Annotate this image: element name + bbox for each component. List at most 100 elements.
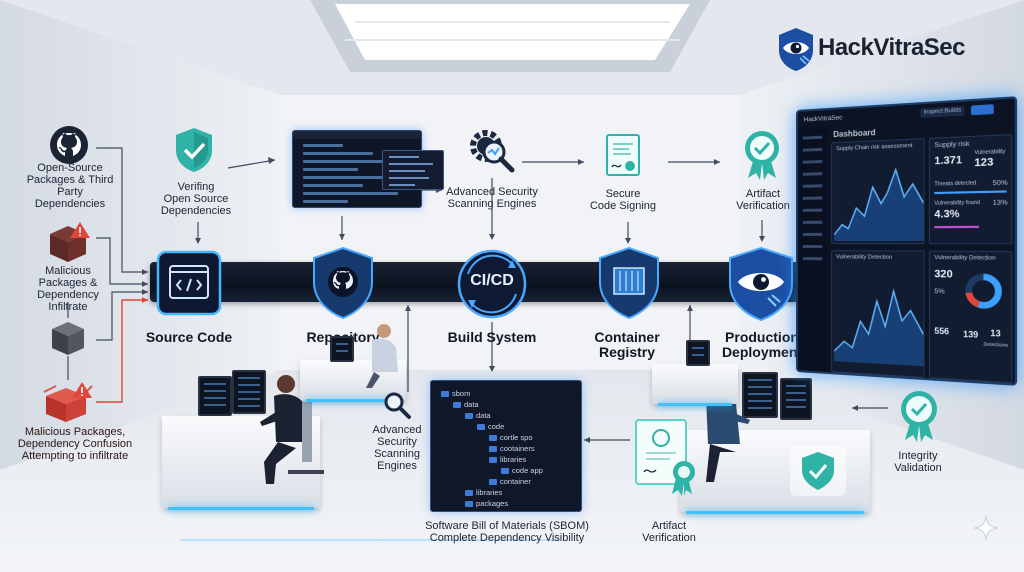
code-window-icon[interactable]: [156, 250, 222, 316]
folder-icon: [441, 391, 449, 397]
monitor: [742, 372, 778, 418]
folder-icon: [453, 402, 461, 408]
dashboard-screen[interactable]: HackVitraSec Inspect Builds Dashboard Su…: [796, 96, 1018, 386]
sbom-tree-label: data: [464, 400, 479, 409]
sbom-tree-item[interactable]: cootainers: [489, 444, 535, 453]
sbom-tree-item[interactable]: code: [477, 422, 504, 431]
gear-search-icon: [470, 130, 515, 173]
person-seated-icon: [260, 375, 324, 484]
code-window: [292, 130, 422, 208]
infiltrate-line3: Dependency: [37, 289, 99, 301]
badge-check-icon: [901, 391, 937, 442]
sbom-tree-label: data: [476, 411, 491, 420]
scanning-top-line1: Advanced Security: [446, 186, 538, 198]
sbom-tree-item[interactable]: sbom: [441, 389, 470, 398]
dash-app-name: HackVitraSec: [803, 114, 843, 124]
folder-icon: [465, 413, 473, 419]
scanning-bottom-line2: Security: [377, 436, 417, 448]
github-icon: [50, 126, 88, 164]
check-shield-icon: [790, 446, 846, 496]
infiltrate-line2: Packages &: [38, 277, 98, 289]
sbom-tree-item[interactable]: libraries: [489, 455, 526, 464]
container-shield-icon[interactable]: [596, 246, 662, 320]
sbom-tree-label: sbom: [452, 389, 471, 398]
eye-shield-icon[interactable]: [726, 246, 796, 322]
confusion-line3: Attempting to infiltrate: [21, 450, 129, 462]
integrity-line2: Validation: [894, 462, 942, 474]
desk-far-right: [652, 364, 738, 406]
source-code-label: Source Code: [145, 329, 233, 345]
integrity-line1: Integrity: [898, 450, 938, 462]
third-party-line3: Party Dependencies: [34, 186, 106, 210]
sparkle-icon: [973, 515, 999, 541]
verifying-line3: Dependencies: [160, 205, 232, 217]
third-party-line2: Packages & Third: [26, 174, 114, 186]
sbom-tree-item[interactable]: data: [465, 411, 491, 420]
dash-panel-risk: Supply Chain risk assessment: [831, 138, 925, 245]
signing-line2: Code Signing: [589, 200, 657, 212]
magnifier-icon: [384, 392, 411, 419]
sbom-tree-label: cootainers: [500, 444, 535, 453]
folder-icon: [465, 501, 473, 507]
registry-line1: Container: [594, 329, 660, 345]
donut-chart: [963, 271, 1004, 311]
sbom-tree-label: code: [488, 422, 505, 431]
github-shield-icon[interactable]: [310, 246, 376, 320]
dash-search[interactable]: Inspect Builds: [920, 105, 965, 119]
sbom-tree-item[interactable]: libraries: [465, 488, 502, 497]
sbom-panel[interactable]: sbom data data code cortle spo cootainers libr…: [430, 380, 582, 512]
dash-action-button[interactable]: [970, 104, 994, 116]
infiltrate-line4: Infiltrate: [48, 301, 88, 313]
confusion-line1: Malicious Packages,: [24, 426, 126, 438]
build-system-label: Build System: [447, 329, 537, 345]
certificate-icon: [606, 134, 640, 176]
sbom-tree-label: libraries: [476, 488, 503, 497]
certificate-icon: [635, 419, 695, 496]
infiltrate-line1: Malicious: [45, 265, 91, 277]
sbom-title: Software Bill of Materials (SBOM): [425, 520, 589, 532]
dash-panel-detection: Vulnerability Detection: [831, 250, 925, 378]
verification-bottom-line2: Verification: [642, 532, 696, 544]
scanning-bottom-line3: Scanning: [374, 448, 420, 460]
monitor: [198, 376, 232, 416]
folder-icon: [465, 490, 473, 496]
sbom-tree-item[interactable]: cortle spo: [489, 433, 533, 442]
folder-icon: [489, 435, 497, 441]
brand-name[interactable]: HackVitraSec: [818, 34, 966, 61]
folder-icon: [477, 424, 485, 430]
scanning-bottom-line4: Engines: [377, 460, 417, 472]
sbom-tree-item[interactable]: container: [489, 477, 531, 486]
sbom-tree-item[interactable]: packages: [465, 499, 508, 508]
monitor: [330, 336, 354, 362]
sbom-tree-label: container: [500, 477, 531, 486]
dash-sidebar: [797, 126, 828, 372]
desk-left: [162, 416, 320, 510]
verifying-line2: Open Source: [163, 193, 229, 205]
cicd-icon[interactable]: [456, 248, 528, 320]
eye-shield-icon: [779, 28, 813, 71]
production-line1: Production: [725, 329, 799, 345]
box-icon: [52, 322, 84, 355]
production-line2: Deployment: [721, 344, 803, 360]
broken-box-icon: [43, 382, 93, 422]
code-popup: [382, 150, 444, 190]
folder-icon: [501, 468, 509, 474]
dash-panel-supply: Supply risk 1.371 Vulnerability 123 Thre…: [928, 133, 1013, 245]
verification-top-line1: Artifact: [745, 188, 781, 200]
verifying-line1: Verifing: [177, 181, 215, 193]
verification-bottom-line1: Artifact: [651, 520, 687, 532]
confusion-line2: Dependency Confusion: [17, 438, 133, 450]
sbom-tree-item[interactable]: code app: [501, 466, 543, 475]
registry-line2: Registry: [598, 344, 656, 360]
monitor: [232, 370, 266, 414]
sbom-tree-item[interactable]: data: [453, 400, 479, 409]
sbom-tree-label: code app: [512, 466, 543, 475]
badge-check-icon: [745, 131, 779, 180]
warning-box-icon: [50, 222, 90, 262]
monitor: [780, 378, 812, 420]
signing-line1: Secure: [605, 188, 641, 200]
folder-icon: [489, 479, 497, 485]
cicd-text: CI/CD: [470, 272, 514, 289]
third-party-line1: Open-Source: [37, 162, 103, 174]
sbom-tree-label: libraries: [500, 455, 527, 464]
